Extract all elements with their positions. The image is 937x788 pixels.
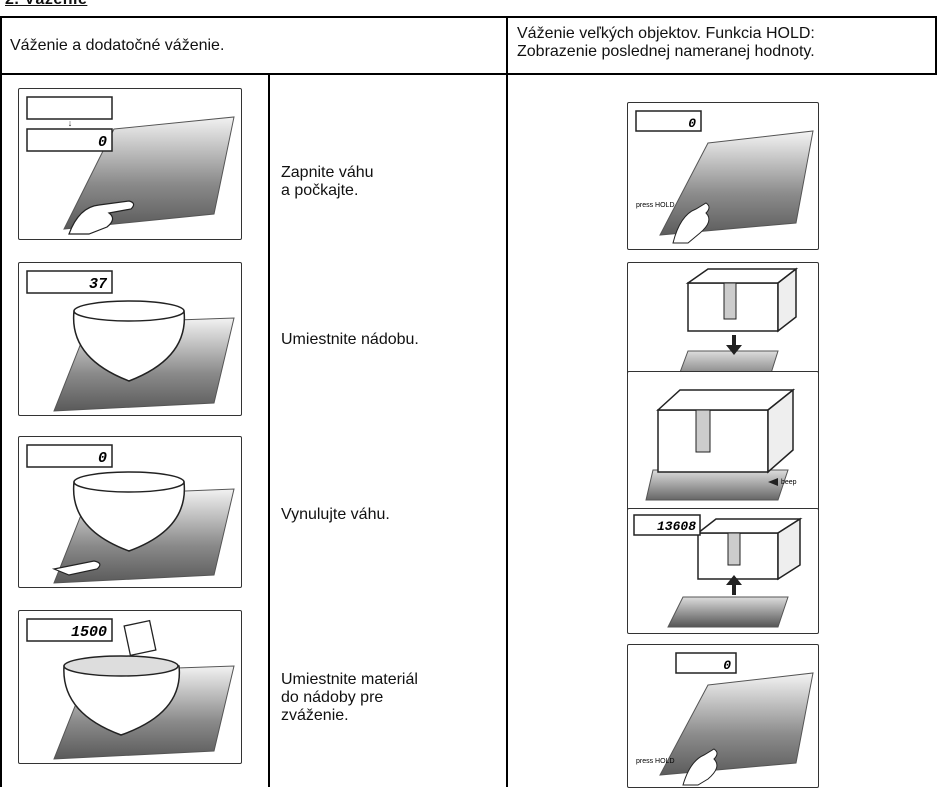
hold-step-4-display: 13608 (657, 519, 696, 534)
flour-bag-icon (123, 619, 157, 657)
left-column-header: Váženie a dodatočné váženie. (10, 37, 225, 54)
finger-icon (672, 202, 710, 244)
box-icon (657, 409, 769, 473)
step-1-text-line1: Zapnite váhu (281, 164, 374, 181)
right-column-header-line2: Zobrazenie poslednej nameranej hodnoty. (517, 43, 815, 60)
table-border-right (935, 16, 937, 74)
step-3-illustration: 0 (18, 436, 242, 588)
finger-icon (68, 200, 135, 235)
step-4-text-line3: zváženie. (281, 707, 349, 724)
table-border-top (0, 16, 937, 18)
header-divider (0, 73, 937, 75)
step-4-text-line2: do nádoby pre (281, 689, 384, 706)
hold-step-4-illustration: 13608 (627, 508, 819, 634)
hold-step-3-illustration: beep (627, 371, 819, 513)
step-3-display: 0 (98, 450, 107, 467)
arrow-down-icon (726, 335, 742, 355)
step-1-illustration: ↓ 0 (18, 88, 242, 240)
table-border-left (0, 16, 2, 787)
right-column-header-line1: Váženie veľkých objektov. Funkcia HOLD: (517, 25, 815, 42)
arrow-up-icon (726, 575, 742, 595)
hold-step-5-caption: press HOLD (636, 758, 675, 765)
speaker-icon (768, 478, 778, 486)
sub-column-divider (268, 74, 270, 787)
hold-step-1-caption: press HOLD (636, 202, 675, 209)
svg-text:↓: ↓ (68, 118, 73, 128)
column-divider (506, 16, 508, 787)
finger-icon (51, 560, 101, 576)
step-4-illustration: 1500 (18, 610, 242, 764)
step-2-display: 37 (89, 276, 108, 293)
section-heading: 2. Váženie (5, 0, 87, 9)
step-1-text-line2: a počkajte. (281, 182, 359, 199)
step-4-display: 1500 (71, 624, 107, 641)
step-2-text-line1: Umiestnite nádobu. (281, 331, 419, 348)
hold-step-1-display: 0 (688, 116, 696, 131)
instruction-table: Váženie a dodatočné váženie. Váženie veľ… (0, 16, 937, 788)
hold-step-3-caption: beep (781, 479, 797, 486)
hold-step-1-illustration: 0 press HOLD (627, 102, 819, 250)
hold-step-5-illustration: 0 press HOLD (627, 644, 819, 788)
hold-step-5-display: 0 (723, 658, 731, 673)
finger-icon (682, 748, 718, 786)
step-4-text-line1: Umiestnite materiál (281, 671, 418, 688)
step-1-display: 0 (98, 134, 107, 151)
step-3-text-line1: Vynulujte váhu. (281, 506, 390, 523)
step-2-illustration: 37 (18, 262, 242, 416)
